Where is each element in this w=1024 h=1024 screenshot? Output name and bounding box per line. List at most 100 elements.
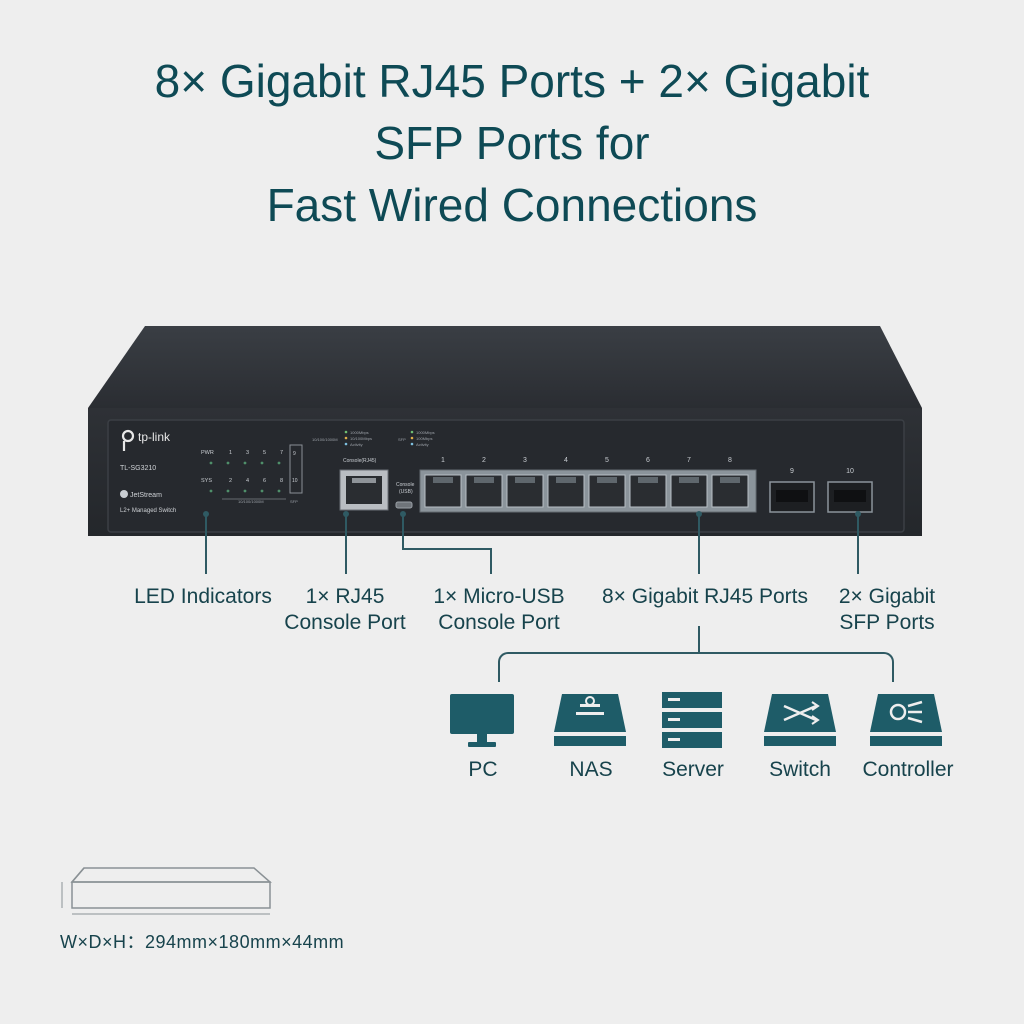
port-number: 7 (687, 457, 691, 464)
legend-dot (344, 442, 348, 446)
usb-console-leader-v2 (490, 548, 492, 574)
label-rj45-console: 1× RJ45 Console Port (270, 584, 420, 636)
led-light (243, 461, 247, 465)
console-usb-label: Console (396, 482, 415, 488)
legend-sfp-title: SFP (398, 437, 406, 442)
pwr-label: PWR (201, 450, 214, 456)
rj45-port-clip (638, 477, 658, 483)
svg-text:(USB): (USB) (399, 489, 413, 495)
sfp-number: 10 (846, 468, 854, 475)
rj45-port-clip (597, 477, 617, 483)
led-sfp-9: 9 (293, 451, 296, 457)
port-number: 5 (605, 457, 609, 464)
label-sfp-line1: 2× Gigabit (838, 585, 936, 608)
port-number: 2 (482, 457, 486, 464)
legend-dot (344, 436, 348, 440)
model-text: TL-SG3210 (120, 465, 156, 472)
led-bottom-numbers: 2 4 6 8 (229, 478, 283, 484)
led-number: 7 (280, 450, 283, 456)
headline-line-1: 8× Gigabit RJ45 Ports + 2× Gigabit (154, 55, 870, 107)
controller-icon (870, 694, 942, 746)
led-top-numbers: 1 3 5 7 (229, 450, 283, 456)
label-rj45-console-line2: Console Port (284, 611, 406, 634)
port-number: 1 (441, 457, 445, 464)
sys-label: SYS (201, 478, 212, 484)
led-number: 2 (229, 478, 232, 484)
brand-text: tp-link (138, 430, 171, 444)
led-number: 3 (246, 450, 249, 456)
label-sfp-ports: 2× Gigabit SFP Ports (822, 584, 952, 636)
subtitle-text: L2+ Managed Switch (120, 508, 176, 514)
led-light (277, 489, 281, 493)
led-number: 1 (229, 450, 232, 456)
rj45-port-clip (556, 477, 576, 483)
bracket-stem (698, 626, 700, 654)
led-number: 6 (263, 478, 266, 484)
legend-rj45-title: 10/100/1000M (312, 437, 338, 442)
console-rj45-label: Console(RJ45) (343, 458, 377, 464)
rj45-console-leader-line (345, 514, 347, 574)
devices-bracket (498, 652, 894, 682)
led-light (277, 461, 281, 465)
led-footer: 10/100/1000M (238, 499, 264, 504)
rj45-port-clip (515, 477, 535, 483)
led-sfp-box (289, 444, 303, 494)
legend-dot (410, 430, 414, 434)
headline-line-2: SFP Ports for (374, 117, 650, 169)
device-label-switch: Switch (769, 758, 831, 781)
legend-text: 10/100Mbps (350, 436, 372, 441)
led-number: 8 (280, 478, 283, 484)
server-icon (662, 692, 722, 748)
port-number: 8 (728, 457, 732, 464)
legend-dot (410, 442, 414, 446)
led-number: 5 (263, 450, 266, 456)
series-text: JetStream (130, 492, 162, 499)
sfp-number: 9 (790, 468, 794, 475)
sfp-leader-line (857, 514, 859, 574)
sfp-port-slot (834, 490, 866, 502)
gigabit-leader-line (698, 514, 700, 574)
dimension-diagram (61, 867, 272, 915)
device-label-pc: PC (468, 758, 498, 781)
sfp-footer: SFP (290, 499, 298, 504)
port-number: 3 (523, 457, 527, 464)
switch-icon (764, 694, 836, 746)
console-usb-port (395, 501, 413, 509)
tplink-logo (121, 429, 135, 451)
legend-text: 1000Mbps (350, 430, 369, 435)
led-light (243, 489, 247, 493)
usb-console-leader-v1 (402, 514, 404, 550)
pc-icon (450, 694, 514, 747)
label-usb-console: 1× Micro-USB Console Port (422, 584, 576, 636)
led-light (226, 489, 230, 493)
headline-line-3: Fast Wired Connections (266, 179, 758, 231)
legend-dot (410, 436, 414, 440)
usb-console-leader-h (402, 548, 492, 550)
led-number: 4 (246, 478, 249, 484)
device-label-controller: Controller (862, 758, 954, 781)
chassis-top (88, 326, 922, 408)
led-light (209, 489, 213, 493)
device-label-nas: NAS (569, 758, 613, 781)
device-label-server: Server (662, 758, 724, 781)
led-leader-line (205, 514, 207, 574)
dimensions-text: W×D×H：294mm×180mm×44mm (60, 932, 345, 952)
legend-text: Activity (350, 442, 363, 447)
led-dots (209, 461, 281, 493)
label-rj45-console-line1: 1× RJ45 (305, 585, 385, 608)
rj45-port-clip (679, 477, 699, 483)
led-light (260, 461, 264, 465)
port-number: 4 (564, 457, 568, 464)
sfp-port-slot (776, 490, 808, 502)
label-gigabit-rj45: 8× Gigabit RJ45 Ports (601, 585, 809, 608)
legend-text: 1000Mbps (416, 430, 435, 435)
headline: 8× Gigabit RJ45 Ports + 2× Gigabit SFP P… (0, 50, 1024, 236)
led-sfp-10: 10 (292, 478, 298, 484)
label-usb-console-line2: Console Port (438, 611, 560, 634)
led-light (260, 489, 264, 493)
label-sfp-line2: SFP Ports (839, 611, 935, 634)
led-light (226, 461, 230, 465)
legend-text: Activity (416, 442, 429, 447)
label-usb-console-line1: 1× Micro-USB (433, 585, 565, 608)
